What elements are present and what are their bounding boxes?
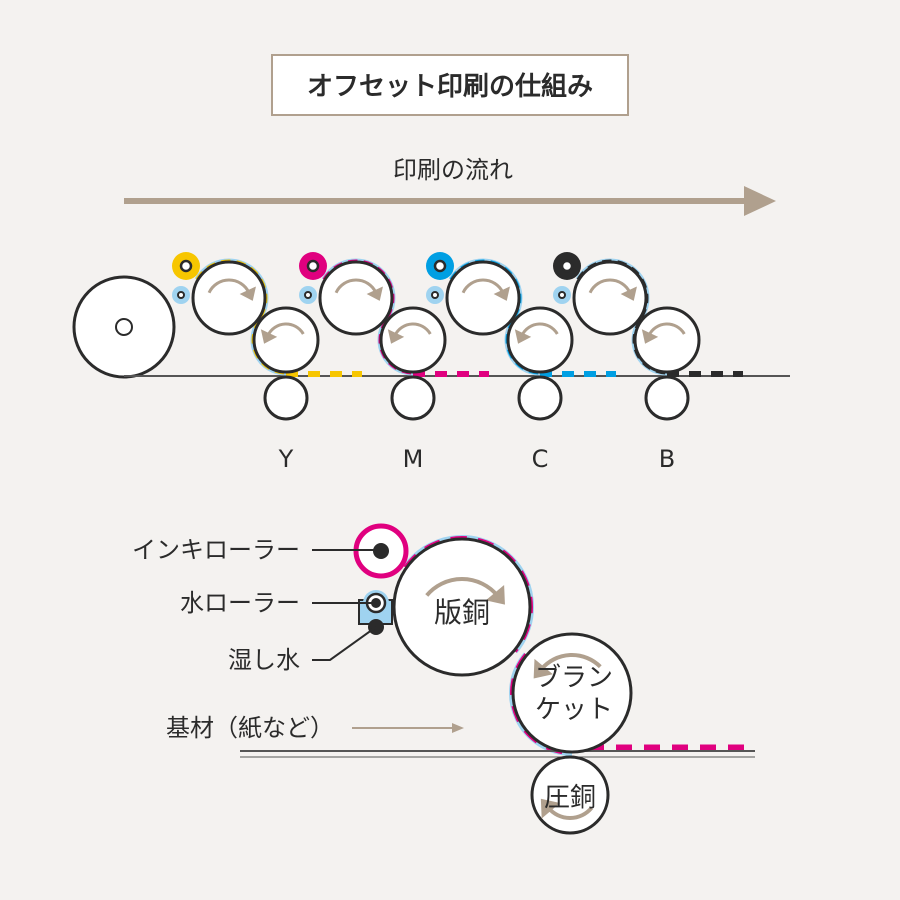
blanket-cylinder — [633, 306, 701, 374]
rotation-arrow-head — [366, 286, 383, 301]
rotation-arrow-head — [620, 286, 637, 301]
impression-cylinder — [530, 755, 610, 835]
rotation-arrow — [588, 278, 632, 294]
unit-label: Y — [278, 445, 294, 473]
label-plate-cylinder: 版銅 — [434, 596, 490, 629]
ink-roller-core — [306, 259, 320, 273]
print-unit-c: C — [426, 252, 616, 473]
blanket-cylinder — [511, 632, 633, 754]
label-substrate: 基材（紙など） — [166, 714, 334, 742]
rotation-arrow-head — [641, 329, 659, 344]
flow-label: 印刷の流れ — [393, 156, 513, 184]
rotation-arrow-head — [239, 286, 256, 301]
print-unit-b: B — [553, 252, 743, 473]
label-blanket-line1: ブラン — [535, 663, 613, 693]
unit-label: M — [403, 445, 424, 473]
label-ink-roller: インキローラー — [132, 536, 300, 564]
blanket-cylinder — [379, 306, 447, 374]
plate-cylinder — [445, 260, 521, 336]
substrate-arrow-head — [452, 723, 464, 733]
paper-roll-core — [115, 318, 133, 336]
rotation-arrow-head — [485, 584, 505, 605]
plate-cylinder — [191, 260, 267, 336]
rotation-arrow — [461, 278, 505, 294]
rotation-arrow-head — [260, 329, 278, 344]
label-dampening-water: 湿し水 — [228, 646, 300, 674]
rotation-arrow — [207, 278, 251, 294]
rotation-arrow — [334, 278, 378, 294]
ink-roller-core — [433, 259, 447, 273]
water-roller-core — [431, 291, 439, 299]
impression-cylinder — [517, 375, 563, 421]
impression-cylinder — [390, 375, 436, 421]
flow-arrow-head — [744, 186, 776, 216]
label-blanket-line2: ケット — [535, 695, 613, 725]
ink-roller-core — [179, 259, 193, 273]
rotation-arrow — [547, 806, 593, 820]
unit-label: B — [659, 445, 675, 473]
plate-cylinder — [572, 260, 648, 336]
unit-label: C — [532, 445, 549, 473]
label-impression-cylinder: 圧銅 — [544, 783, 596, 813]
rotation-arrow — [393, 322, 432, 337]
print-unit-m: M — [299, 252, 489, 473]
rotation-arrow-head — [533, 658, 553, 679]
rotation-arrow — [539, 653, 602, 671]
plate-cylinder — [392, 537, 532, 677]
rotation-arrow-head — [514, 329, 532, 344]
impression-cylinder — [263, 375, 309, 421]
leader-dampening-water — [312, 626, 377, 661]
rotation-arrow-head — [493, 286, 510, 301]
water-roller-core — [304, 291, 312, 299]
water-roller-core — [371, 598, 381, 608]
label-water-roller: 水ローラー — [180, 589, 300, 617]
ink-roller-core — [560, 259, 574, 273]
blanket-cylinder — [252, 306, 320, 374]
title: オフセット印刷の仕組み — [307, 71, 593, 102]
impression-cylinder — [644, 375, 690, 421]
water-roller-core — [558, 291, 566, 299]
print-unit-y: Y — [172, 252, 362, 473]
water-roller-core — [177, 291, 185, 299]
rotation-arrow-head — [387, 329, 405, 344]
rotation-arrow — [425, 577, 499, 597]
plate-cylinder — [318, 260, 394, 336]
title-box — [271, 54, 629, 116]
rotation-arrow-head — [540, 798, 561, 819]
rotation-arrow — [266, 322, 305, 337]
rotation-arrow — [520, 322, 559, 337]
rotation-arrow — [647, 322, 686, 337]
blanket-cylinder — [506, 306, 574, 374]
